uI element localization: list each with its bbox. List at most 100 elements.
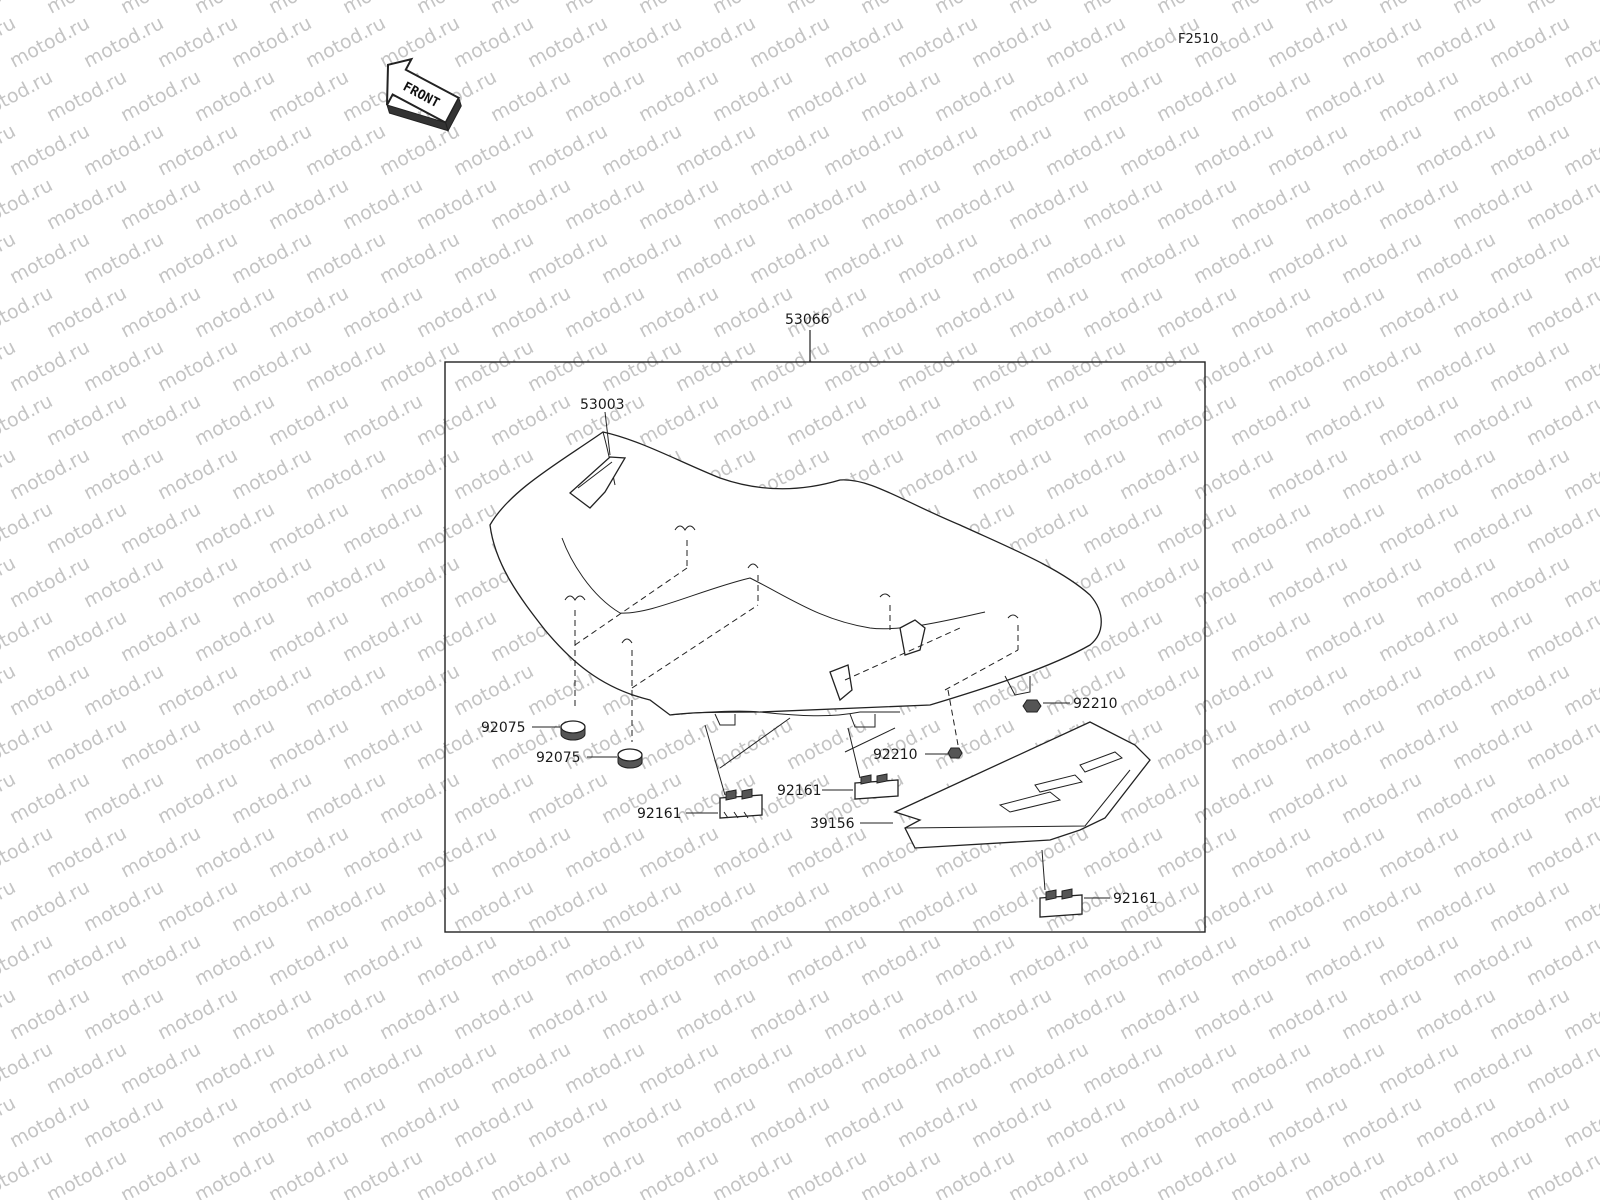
watermark-text: motod.ru	[302, 444, 389, 504]
watermark-text: motod.ru	[746, 1092, 833, 1152]
watermark-text: motod.ru	[80, 876, 167, 936]
watermark-text: motod.ru	[1338, 660, 1425, 720]
watermark-text: motod.ru	[302, 228, 389, 288]
watermark-text: motod.ru	[450, 228, 537, 288]
watermark-text: motod.ru	[1079, 0, 1166, 18]
watermark-text: motod.ru	[1153, 714, 1240, 774]
watermark-text: motod.ru	[43, 930, 130, 990]
watermark-text: motod.ru	[1190, 1092, 1277, 1152]
watermark-text: motod.ru	[635, 1146, 722, 1200]
damper-a: 92075	[481, 720, 586, 741]
watermark-text: motod.ru	[635, 930, 722, 990]
watermark-text: motod.ru	[561, 0, 648, 18]
watermark-text: motod.ru	[931, 174, 1018, 234]
watermark-text: motod.ru	[1042, 120, 1129, 180]
watermark-text: motod.ru	[1079, 1146, 1166, 1200]
bracket-right: 92161	[1039, 888, 1158, 918]
watermark-text: motod.ru	[709, 390, 796, 450]
watermark-text: motod.ru	[1079, 282, 1166, 342]
bracket-center: 92161	[777, 773, 899, 800]
watermark-text: motod.ru	[43, 174, 130, 234]
watermark-text: motod.ru	[1190, 336, 1277, 396]
watermark-text: motod.ru	[1116, 1092, 1203, 1152]
watermark-text: motod.ru	[1264, 876, 1351, 936]
watermark-text: motod.ru	[746, 984, 833, 1044]
watermark-text: motod.ru	[487, 282, 574, 342]
watermark-text: motod.ru	[117, 714, 204, 774]
watermark-text: motod.ru	[709, 822, 796, 882]
diagram-code: F2510	[1178, 32, 1219, 47]
watermark-text: motod.ru	[1116, 984, 1203, 1044]
watermark-text: motod.ru	[968, 228, 1055, 288]
watermark-text: motod.ru	[1042, 444, 1129, 504]
watermark-text: motod.ru	[117, 1038, 204, 1098]
watermark-text: motod.ru	[820, 228, 907, 288]
watermark-text: motod.ru	[1153, 822, 1240, 882]
watermark-text: motod.ru	[635, 822, 722, 882]
watermark-text: motod.ru	[1264, 12, 1351, 72]
watermark-text: motod.ru	[1301, 1146, 1388, 1200]
watermark-text: motod.ru	[6, 12, 93, 72]
watermark-text: motod.ru	[1153, 282, 1240, 342]
watermark-text: motod.ru	[931, 1146, 1018, 1200]
watermark-text: motod.ru	[1486, 1092, 1573, 1152]
guide-lines	[574, 540, 1019, 746]
watermark-text: motod.ru	[931, 0, 1018, 18]
watermark-text: motod.ru	[302, 552, 389, 612]
watermark-text: motod.ru	[450, 660, 537, 720]
watermark-text: motod.ru	[598, 1092, 685, 1152]
watermark-text: motod.ru	[302, 12, 389, 72]
watermark-text: motod.ru	[561, 822, 648, 882]
watermark-text: motod.ru	[820, 336, 907, 396]
watermark-text: motod.ru	[672, 876, 759, 936]
watermark-text: motod.ru	[117, 498, 204, 558]
watermark-text: motod.ru	[1153, 66, 1240, 126]
watermark-text: motod.ru	[561, 66, 648, 126]
watermark-text: motod.ru	[598, 228, 685, 288]
watermark-text: motod.ru	[1486, 336, 1573, 396]
watermark-text: motod.ru	[339, 282, 426, 342]
watermark-text: motod.ru	[1153, 174, 1240, 234]
watermark-text: motod.ru	[154, 444, 241, 504]
watermark-text: motod.ru	[6, 120, 93, 180]
watermark-text: motod.ru	[339, 498, 426, 558]
watermark-text: motod.ru	[302, 336, 389, 396]
watermark-text: motod.ru	[228, 984, 315, 1044]
watermark-text: motod.ru	[894, 1092, 981, 1152]
watermark-text: motod.ru	[376, 552, 463, 612]
watermark-text: motod.ru	[1338, 1092, 1425, 1152]
watermark-text: motod.ru	[1079, 1038, 1166, 1098]
watermark-text: motod.ru	[857, 66, 944, 126]
watermark-text: motod.ru	[783, 1038, 870, 1098]
watermark-text: motod.ru	[635, 282, 722, 342]
watermark-text: motod.ru	[413, 606, 500, 666]
watermark-text: motod.ru	[117, 0, 204, 18]
watermark-text: motod.ru	[1375, 1038, 1462, 1098]
watermark-text: motod.ru	[228, 876, 315, 936]
watermark-text: motod.ru	[43, 606, 130, 666]
watermark-text: motod.ru	[228, 552, 315, 612]
bracket-left: 92161	[637, 788, 763, 822]
watermark-text: motod.ru	[265, 1146, 352, 1200]
watermark-text: motod.ru	[1523, 282, 1600, 342]
watermark-text: motod.ru	[154, 120, 241, 180]
watermark-text: motod.ru	[1190, 552, 1277, 612]
watermark-text: motod.ru	[154, 552, 241, 612]
mounting-points	[564, 525, 1019, 702]
watermark-text: motod.ru	[1042, 984, 1129, 1044]
watermark-text: motod.ru	[376, 984, 463, 1044]
watermark-text: motod.ru	[1486, 444, 1573, 504]
watermark-text: motod.ru	[1227, 390, 1314, 450]
watermark-text: motod.ru	[1227, 714, 1314, 774]
watermark-text: motod.ru	[265, 66, 352, 126]
watermark-text: motod.ru	[820, 984, 907, 1044]
watermark-text: motod.ru	[80, 1092, 167, 1152]
watermark-text: motod.ru	[6, 876, 93, 936]
watermark-text: motod.ru	[1264, 552, 1351, 612]
watermark-text: motod.ru	[672, 228, 759, 288]
watermark-text: motod.ru	[43, 282, 130, 342]
watermark-text: motod.ru	[1005, 0, 1092, 18]
watermark-text: motod.ru	[1449, 390, 1536, 450]
watermark-text: motod.ru	[598, 984, 685, 1044]
